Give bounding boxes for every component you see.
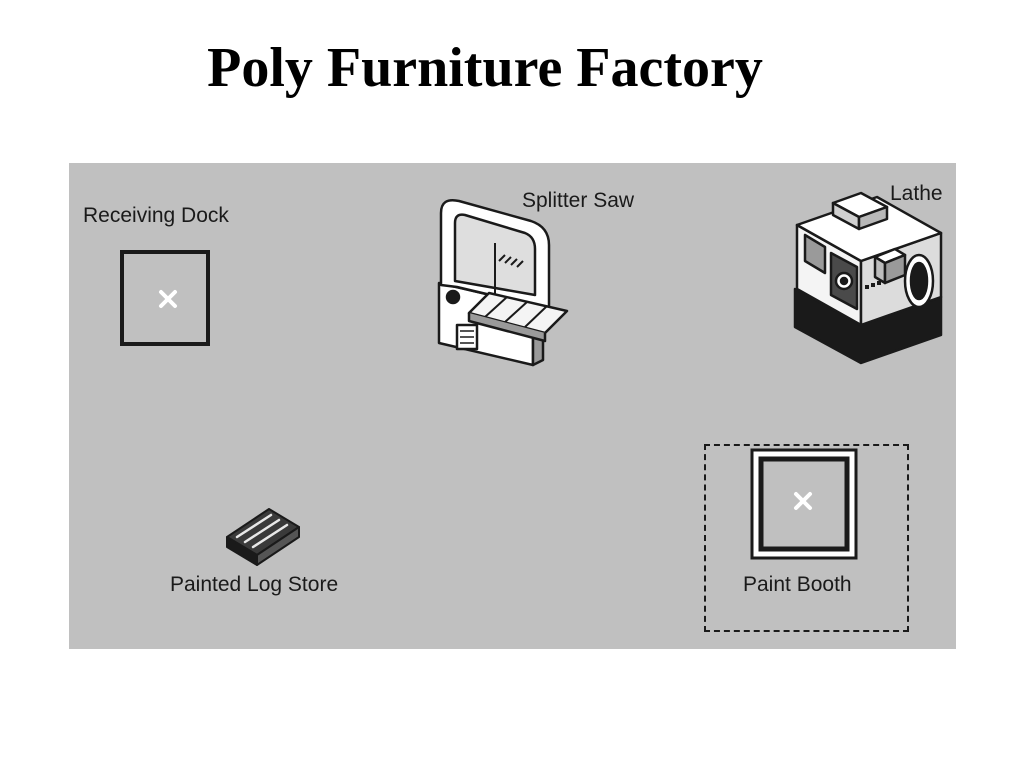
factory-floor-canvas[interactable]: Receiving Dock Splitter Saw: [69, 163, 956, 649]
splitter-saw-label: Splitter Saw: [522, 189, 635, 212]
pallet-icon[interactable]: [223, 503, 303, 569]
receiving-dock-label: Receiving Dock: [83, 204, 229, 227]
paint-booth-label: Paint Booth: [743, 573, 852, 596]
band-saw-icon[interactable]: [433, 193, 581, 371]
lathe-label: Lathe: [890, 182, 943, 205]
page-title: Poly Furniture Factory: [207, 37, 763, 99]
paint-booth-marker-icon[interactable]: [749, 447, 859, 561]
painted-log-store-label: Painted Log Store: [170, 573, 339, 596]
lathe-machine-icon[interactable]: [791, 185, 953, 367]
paint-booth-selection-box[interactable]: [704, 444, 909, 632]
dock-marker-icon[interactable]: [119, 249, 213, 349]
